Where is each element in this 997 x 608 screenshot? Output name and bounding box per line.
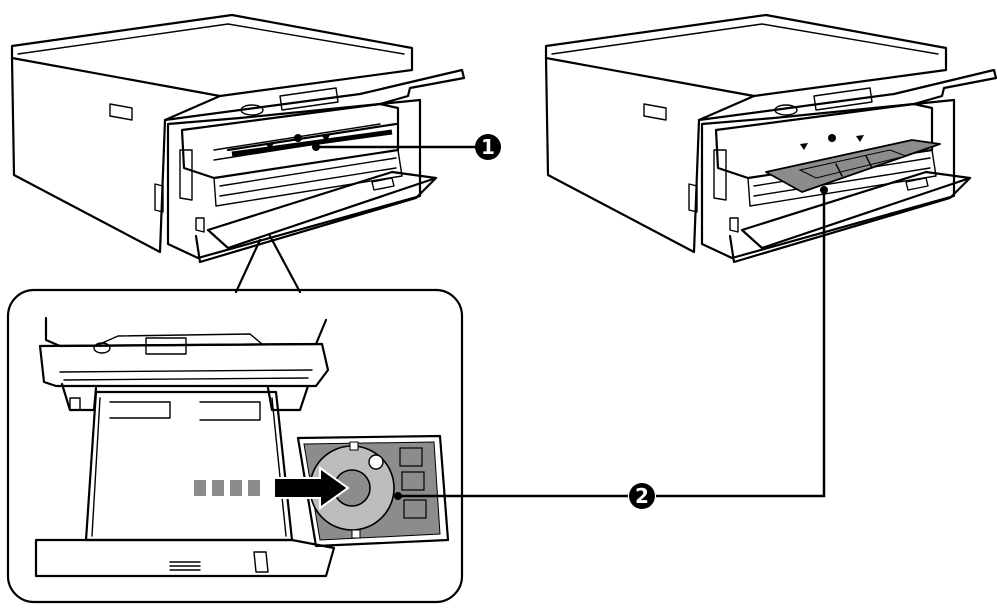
callout-2-badge xyxy=(629,483,655,509)
cd-dvd-tray-inserted xyxy=(765,139,941,193)
triangle-down-icon xyxy=(266,143,274,150)
callout-1-number: 1 xyxy=(481,135,495,159)
triangle-down-icon xyxy=(322,135,330,142)
triangle-down-icon xyxy=(800,143,808,150)
disc-tray-slot xyxy=(231,129,393,157)
triangle-down-icon xyxy=(856,135,864,142)
arrow-right-icon xyxy=(273,466,350,510)
callout-1-badge xyxy=(475,134,501,160)
callout-2: 2 xyxy=(394,186,828,509)
insertion-dashes xyxy=(194,480,260,496)
callout-2-number: 2 xyxy=(635,484,649,508)
printer-right xyxy=(544,13,997,264)
zoom-inset xyxy=(6,288,464,604)
printer-left xyxy=(10,13,466,264)
callout-1: 1 xyxy=(312,134,501,160)
